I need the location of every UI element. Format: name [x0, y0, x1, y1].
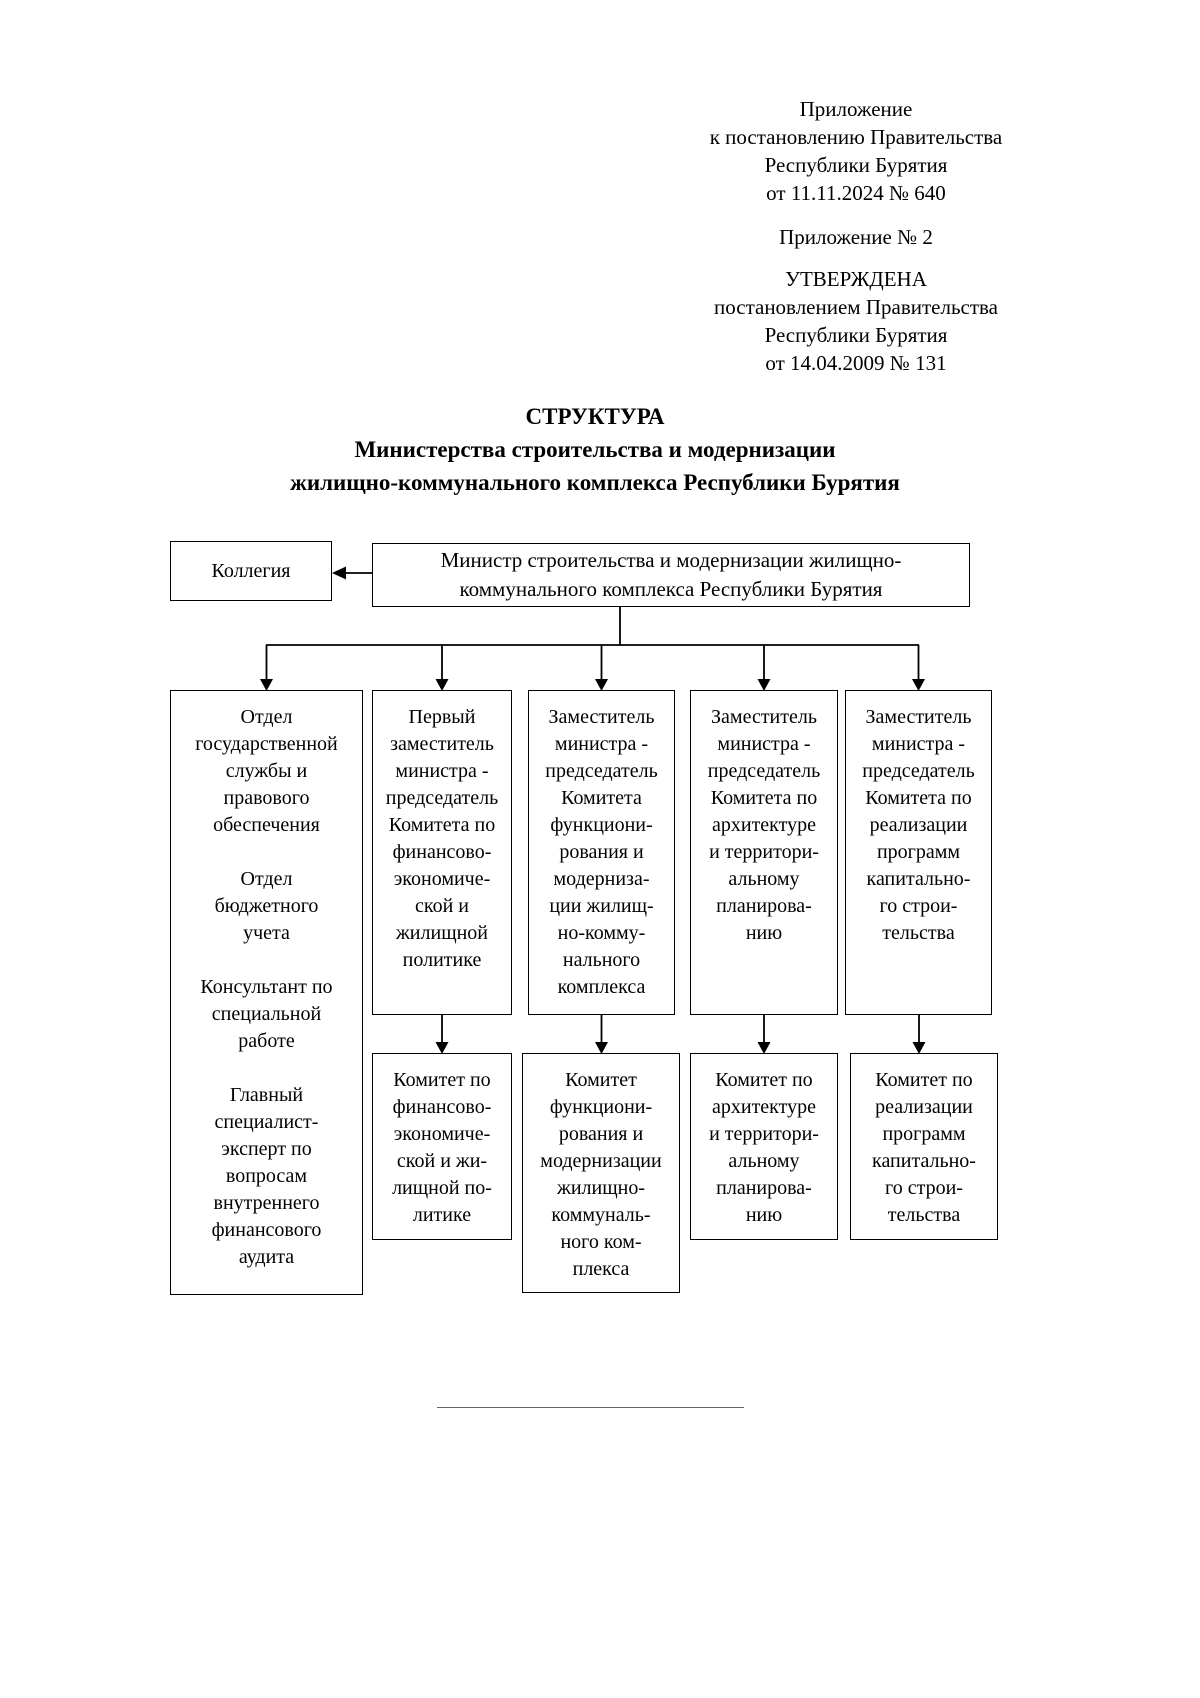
staff-units-box: Отдел государственной службы и правового…: [170, 690, 363, 1295]
collegium-box: Коллегия: [170, 541, 332, 601]
arrow-to-deputy-2: [595, 645, 608, 691]
minister-stem-line: [266, 607, 919, 646]
arrow-minister-to-collegium: [332, 566, 372, 580]
deputy-box-capital-construction: Заместитель министра - председатель Коми…: [845, 690, 992, 1015]
committee-box-architecture: Комитет по архитектуре и территори- альн…: [690, 1053, 838, 1240]
deputy-box-architecture: Заместитель министра - председатель Коми…: [690, 690, 838, 1015]
arrow-to-deputy-1: [435, 645, 449, 691]
document-title: СТРУКТУРА Министерства строительства и м…: [290, 404, 900, 495]
committee-box-finance: Комитет по финансово- экономиче- ской и …: [372, 1053, 512, 1240]
deputy-box-housing-modernization: Заместитель министра - председатель Коми…: [528, 690, 675, 1015]
committee-box-capital-construction: Комитет по реализации программ капитальн…: [850, 1053, 998, 1240]
committee-box-housing-modernization: Комитет функциони- рования и модернизаци…: [522, 1053, 680, 1293]
arrow-to-deputy-4: [912, 645, 925, 691]
footnote-separator: [437, 1407, 744, 1408]
deputy-box-finance: Первый заместитель министра - председате…: [372, 690, 512, 1015]
minister-label: Министр строительства и модернизации жил…: [440, 548, 902, 601]
arrow-deputy-3-to-committee-3: [757, 1015, 771, 1054]
appendix-reference-block: Приложение к постановлению Правительства…: [709, 97, 1003, 205]
arrow-to-staff-units: [260, 645, 273, 691]
arrow-deputy-2-to-committee-2: [595, 1015, 608, 1054]
collegium-label: Коллегия: [211, 559, 291, 582]
arrow-deputy-4-to-committee-4: [912, 1015, 926, 1054]
appendix-number: Приложение № 2: [779, 225, 933, 249]
minister-box: Министр строительства и модернизации жил…: [372, 543, 970, 607]
arrow-deputy-1-to-committee-1: [435, 1015, 449, 1054]
arrow-to-deputy-3: [757, 645, 771, 691]
approval-block: УТВЕРЖДЕНА постановлением Правительства …: [713, 267, 998, 375]
